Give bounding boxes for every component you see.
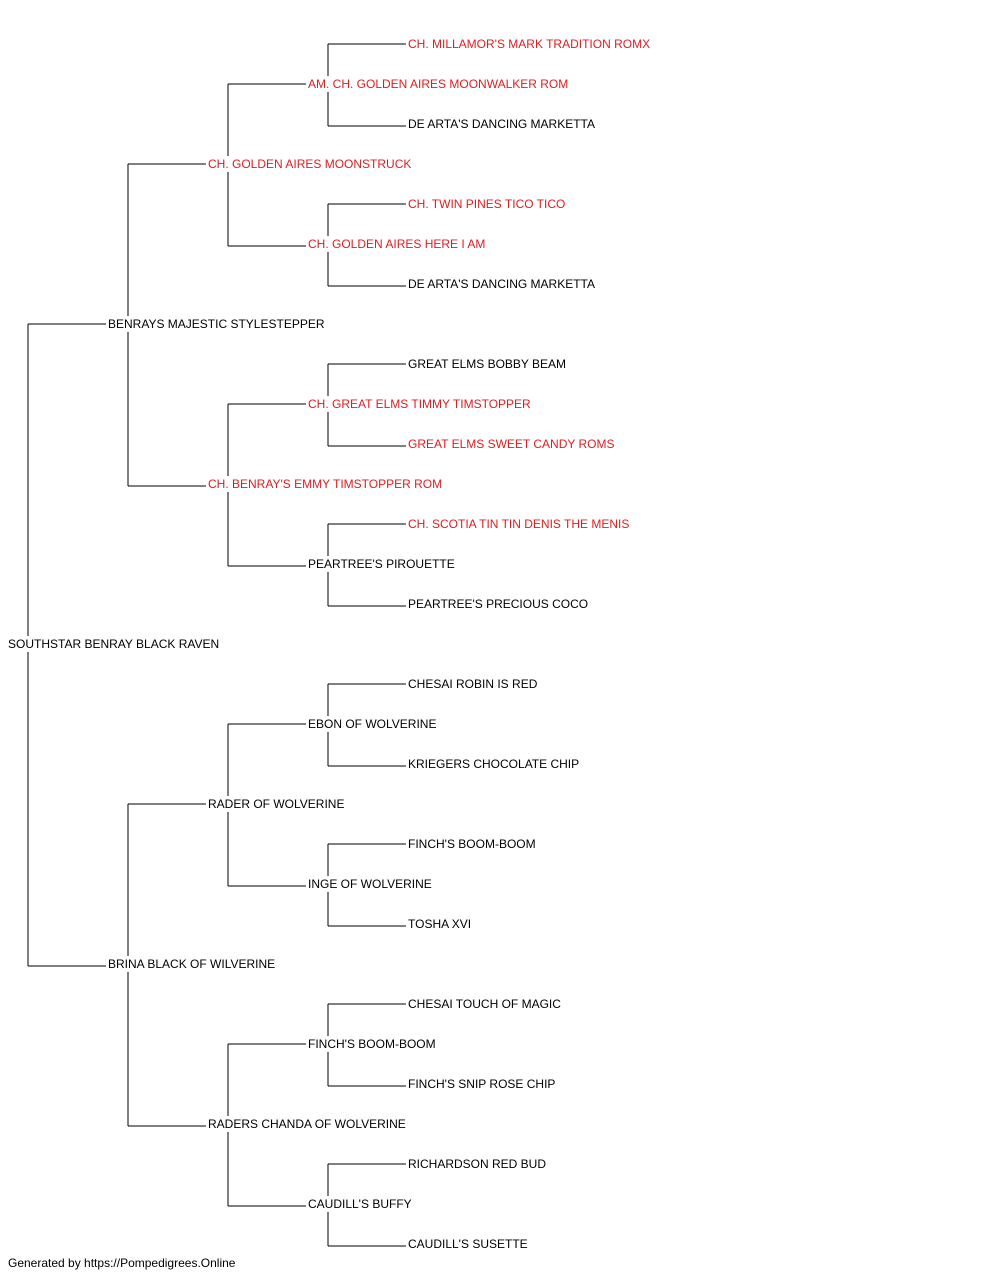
pedigree-name-rss: CH. GOLDEN AIRES MOONSTRUCK	[208, 157, 411, 171]
pedigree-name-rddds: RICHARDSON RED BUD	[408, 1157, 546, 1171]
pedigree-name-rsssd: DE ARTA'S DANCING MARKETTA	[408, 117, 595, 131]
pedigree-name-rssdd: DE ARTA'S DANCING MARKETTA	[408, 277, 595, 291]
pedigree-name-rssss: CH. MILLAMOR'S MARK TRADITION ROMX	[408, 37, 650, 51]
pedigree-name-rdsd: INGE OF WOLVERINE	[308, 877, 432, 891]
pedigree-name-rs: BENRAYS MAJESTIC STYLESTEPPER	[108, 317, 325, 331]
pedigree-name-rd: BRINA BLACK OF WILVERINE	[108, 957, 275, 971]
footer-credit: Generated by https://Pompedigrees.Online	[8, 1256, 236, 1270]
pedigree-name-rsds: CH. GREAT ELMS TIMMY TIMSTOPPER	[308, 397, 531, 411]
pedigree-name-rdddd: CAUDILL'S SUSETTE	[408, 1237, 528, 1251]
pedigree-name-rdd: RADERS CHANDA OF WOLVERINE	[208, 1117, 406, 1131]
pedigree-name-rddsd: FINCH'S SNIP ROSE CHIP	[408, 1077, 555, 1091]
pedigree-name-rsd: CH. BENRAY'S EMMY TIMSTOPPER ROM	[208, 477, 442, 491]
pedigree-name-rsdd: PEARTREE'S PIROUETTE	[308, 557, 455, 571]
pedigree-name-rssds: CH. TWIN PINES TICO TICO	[408, 197, 565, 211]
pedigree-name-rddss: CHESAI TOUCH OF MAGIC	[408, 997, 561, 1011]
pedigree-name-rdsss: CHESAI ROBIN IS RED	[408, 677, 538, 691]
pedigree-name-rdds: FINCH'S BOOM-BOOM	[308, 1037, 436, 1051]
pedigree-name-rsdds: CH. SCOTIA TIN TIN DENIS THE MENIS	[408, 517, 629, 531]
pedigree-name-rdsds: FINCH'S BOOM-BOOM	[408, 837, 536, 851]
pedigree-name-rsdsd: GREAT ELMS SWEET CANDY ROMS	[408, 437, 614, 451]
pedigree-name-rddd: CAUDILL'S BUFFY	[308, 1197, 412, 1211]
pedigree-name-rsdss: GREAT ELMS BOBBY BEAM	[408, 357, 566, 371]
pedigree-name-rdssd: KRIEGERS CHOCOLATE CHIP	[408, 757, 579, 771]
pedigree-name-rdss: EBON OF WOLVERINE	[308, 717, 436, 731]
pedigree-name-rsss: AM. CH. GOLDEN AIRES MOONWALKER ROM	[308, 77, 568, 91]
pedigree-name-rdsdd: TOSHA XVI	[408, 917, 471, 931]
pedigree-name-rssd: CH. GOLDEN AIRES HERE I AM	[308, 237, 485, 251]
pedigree-name-rsddd: PEARTREE'S PRECIOUS COCO	[408, 597, 588, 611]
pedigree-name-r: SOUTHSTAR BENRAY BLACK RAVEN	[8, 637, 219, 651]
pedigree-name-rds: RADER OF WOLVERINE	[208, 797, 344, 811]
